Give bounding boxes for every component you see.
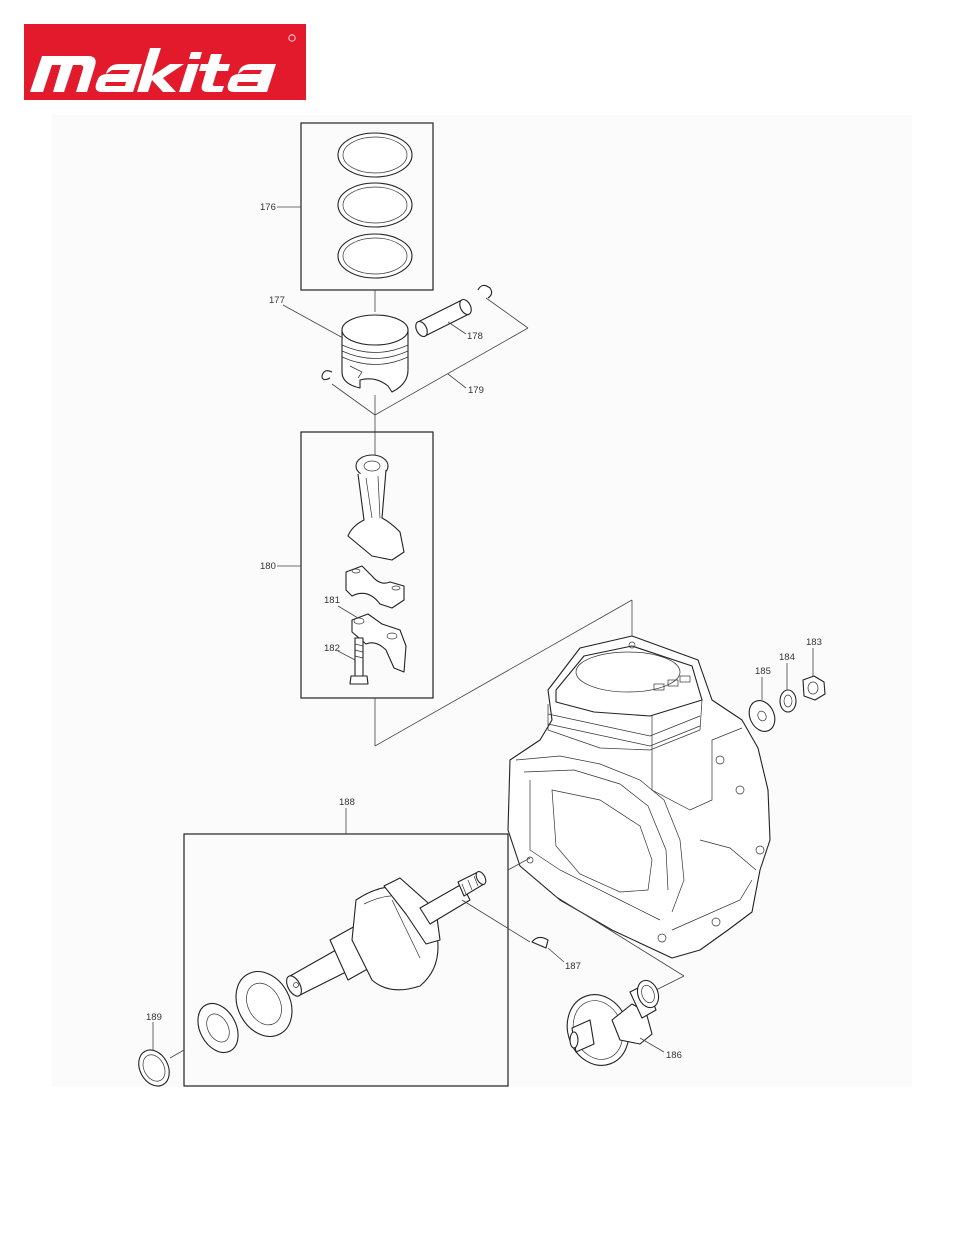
label-184: 184 xyxy=(779,652,795,663)
label-188: 188 xyxy=(339,797,355,808)
label-177: 177 xyxy=(269,295,285,306)
label-189: 189 xyxy=(146,1012,162,1023)
label-176: 176 xyxy=(260,202,276,213)
piston-ring-top xyxy=(338,133,412,177)
label-185: 185 xyxy=(755,666,771,677)
label-186: 186 xyxy=(666,1050,682,1061)
label-178: 178 xyxy=(467,331,483,342)
piston-ring-set xyxy=(338,133,412,278)
diagram-panel xyxy=(52,115,912,1087)
label-179: 179 xyxy=(468,385,484,396)
lock-washer xyxy=(780,690,796,712)
label-182: 182 xyxy=(324,643,340,654)
piston-ring-oil xyxy=(338,234,412,278)
piston-ring-middle xyxy=(338,183,412,227)
label-180: 180 xyxy=(260,561,276,572)
label-187: 187 xyxy=(565,961,581,972)
label-183: 183 xyxy=(806,637,822,648)
label-181: 181 xyxy=(324,595,340,606)
